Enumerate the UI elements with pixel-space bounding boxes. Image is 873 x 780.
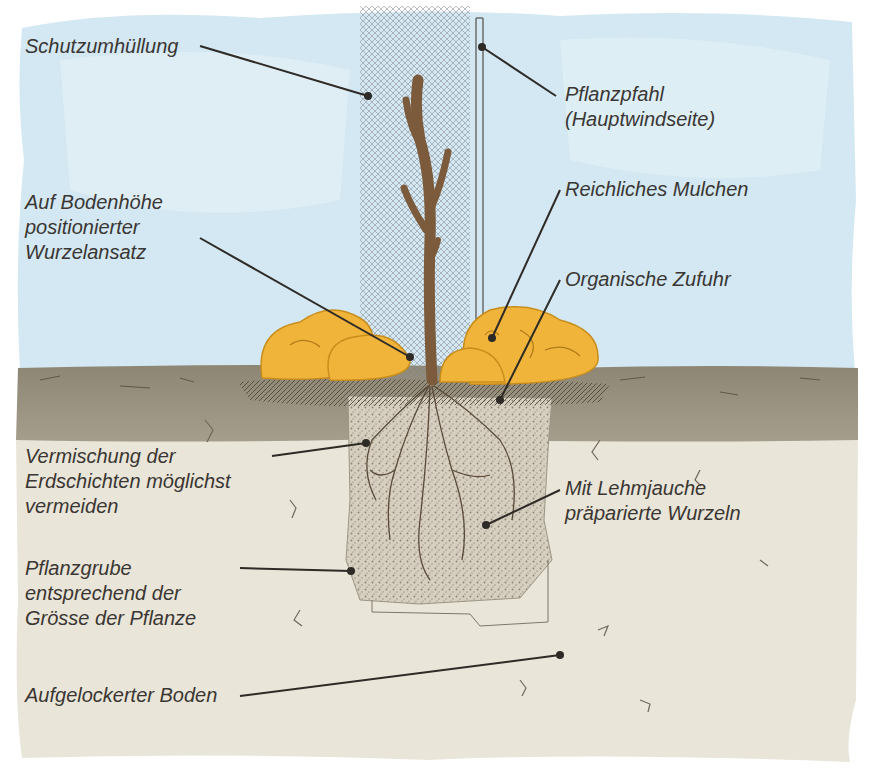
callout-label: Aufgelockerter Boden: [25, 683, 285, 708]
callout-label: Organische Zufuhr: [565, 267, 845, 292]
callout-label: Mit Lehmjauche präparierte Wurzeln: [565, 476, 800, 526]
callout-label: Vermischung der Erdschichten möglichst v…: [25, 444, 275, 519]
callout-label: Reichliches Mulchen: [565, 177, 845, 202]
callout-label: Schutzumhüllung: [25, 34, 225, 59]
callout-label: Auf Bodenhöhe positionierter Wurzelansat…: [25, 190, 205, 265]
callout-label: Pflanzpfahl (Hauptwindseite): [565, 82, 795, 132]
callout-label: Pflanzgrube entsprechend der Grösse der …: [25, 556, 237, 631]
